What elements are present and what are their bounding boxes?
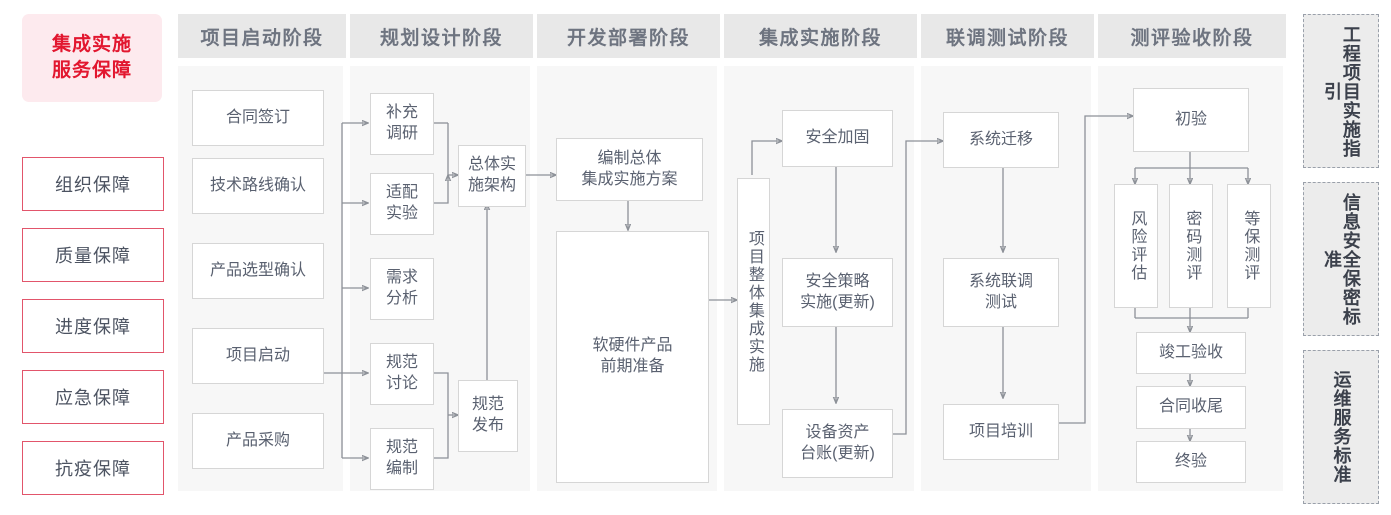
node-label-overall-integration: 项目整体集成实施 xyxy=(745,229,763,374)
node-sec-hardening[interactable]: 安全加固 xyxy=(782,110,893,167)
left-panel-title-line1: 集成实施 xyxy=(51,34,132,56)
node-grade-eval[interactable]: 等保测评 xyxy=(1227,184,1271,308)
standard-label-infosec-std: 信息安全保密标准 xyxy=(1322,192,1361,326)
phase-header-acceptance[interactable]: 测评验收阶段 xyxy=(1098,14,1286,58)
node-overall-integration[interactable]: 项目整体集成实施 xyxy=(737,178,770,425)
node-label-initial-accept: 初验 xyxy=(1174,110,1207,128)
node-crypto-eval[interactable]: 密码测评 xyxy=(1169,184,1213,308)
node-label-spec-draft-l2: 编制 xyxy=(385,460,418,477)
node-label-grade-eval: 等保测评 xyxy=(1241,210,1259,282)
node-sec-policy[interactable]: 安全策略 实施(更新) xyxy=(782,258,893,327)
node-label-supp-research-l1: 补充 xyxy=(385,104,418,122)
node-final-accept[interactable]: 终验 xyxy=(1136,441,1246,483)
node-label-spec-discuss-l2: 讨论 xyxy=(385,375,418,392)
standard-ops-std[interactable]: 运维服务标准 xyxy=(1303,350,1379,504)
standard-label-ops-std: 运维服务标准 xyxy=(1331,370,1352,484)
guarantee-item-0[interactable]: 组织保障 xyxy=(22,157,164,211)
node-sys-migration[interactable]: 系统迁移 xyxy=(943,112,1059,168)
node-label-project-start: 项目启动 xyxy=(225,346,290,364)
guarantee-label-2: 进度保障 xyxy=(55,317,131,337)
node-label-overall-plan-l1: 编制总体 xyxy=(597,149,662,167)
phase-header-label-acceptance: 测评验收阶段 xyxy=(1130,27,1254,49)
node-label-hw-sw-prep-l1: 软硬件产品 xyxy=(592,337,673,355)
guarantee-item-3[interactable]: 应急保障 xyxy=(22,370,164,424)
node-initial-accept[interactable]: 初验 xyxy=(1133,88,1249,152)
guarantee-label-3: 应急保障 xyxy=(55,388,131,408)
node-label-overall-plan-l2: 集成实施方案 xyxy=(581,170,678,188)
left-panel-title-line2: 服务保障 xyxy=(51,60,132,81)
node-label-req-analysis-l1: 需求 xyxy=(385,269,418,287)
node-label-spec-discuss-l1: 规范 xyxy=(385,354,418,372)
node-label-product-select: 产品选型确认 xyxy=(209,261,306,279)
node-label-contract: 合同签订 xyxy=(225,108,290,126)
node-label-adapt-test-l1: 适配 xyxy=(385,184,418,202)
guarantee-label-0: 组织保障 xyxy=(55,175,131,195)
phase-header-planning[interactable]: 规划设计阶段 xyxy=(350,14,533,58)
node-label-tech-route: 技术路线确认 xyxy=(209,176,306,194)
guarantee-label-4: 抗疫保障 xyxy=(55,459,131,479)
node-label-risk-assess: 风险评估 xyxy=(1128,210,1146,282)
node-spec-draft[interactable]: 规范 编制 xyxy=(370,428,434,490)
phase-header-development[interactable]: 开发部署阶段 xyxy=(537,14,720,58)
node-label-hw-sw-prep-l2: 前期准备 xyxy=(600,358,665,375)
node-label-completion-accept: 竣工验收 xyxy=(1158,343,1223,361)
guarantee-item-2[interactable]: 进度保障 xyxy=(22,299,164,353)
node-label-spec-release-l2: 发布 xyxy=(471,417,504,434)
node-label-sec-policy-l2: 实施(更新) xyxy=(800,293,875,311)
node-product-purchase[interactable]: 产品采购 xyxy=(192,413,324,469)
node-label-overall-arch-l2: 施架构 xyxy=(467,177,516,194)
node-label-asset-ledger-l2: 台账(更新) xyxy=(800,444,875,462)
node-contract[interactable]: 合同签订 xyxy=(192,90,324,146)
node-contract-close[interactable]: 合同收尾 xyxy=(1136,386,1246,429)
node-label-req-analysis-l2: 分析 xyxy=(385,290,418,307)
node-spec-discuss[interactable]: 规范 讨论 xyxy=(370,343,434,405)
node-hw-sw-prep[interactable]: 软硬件产品 前期准备 xyxy=(556,231,709,483)
node-completion-accept[interactable]: 竣工验收 xyxy=(1136,332,1246,374)
guarantee-item-4[interactable]: 抗疫保障 xyxy=(22,441,164,495)
node-project-start[interactable]: 项目启动 xyxy=(192,328,324,384)
node-overall-arch[interactable]: 总体实 施架构 xyxy=(458,145,526,207)
phase-header-label-joint-test: 联调测试阶段 xyxy=(945,27,1069,49)
phase-header-startup[interactable]: 项目启动阶段 xyxy=(178,14,346,58)
node-label-sys-migration: 系统迁移 xyxy=(968,130,1033,148)
node-label-spec-release-l1: 规范 xyxy=(471,396,504,414)
standard-eng-guide[interactable]: 工程项目实施指引 xyxy=(1303,14,1379,168)
node-label-supp-research-l2: 调研 xyxy=(385,125,418,142)
node-asset-ledger[interactable]: 设备资产 台账(更新) xyxy=(782,409,893,478)
node-spec-release[interactable]: 规范 发布 xyxy=(458,380,518,452)
phase-header-label-planning: 规划设计阶段 xyxy=(379,27,503,49)
node-label-sys-joint-test-l2: 测试 xyxy=(984,293,1017,311)
node-tech-route[interactable]: 技术路线确认 xyxy=(192,158,324,214)
node-label-sys-joint-test-l1: 系统联调 xyxy=(968,272,1033,290)
node-project-training[interactable]: 项目培训 xyxy=(943,404,1059,460)
node-product-select[interactable]: 产品选型确认 xyxy=(192,243,324,299)
node-sys-joint-test[interactable]: 系统联调 测试 xyxy=(943,258,1059,327)
phase-header-joint-test[interactable]: 联调测试阶段 xyxy=(921,14,1094,58)
node-label-sec-hardening: 安全加固 xyxy=(805,129,870,147)
standard-label-eng-guide: 工程项目实施指引 xyxy=(1322,24,1361,158)
node-label-product-purchase: 产品采购 xyxy=(225,431,290,449)
phase-header-label-startup: 项目启动阶段 xyxy=(200,27,324,49)
standard-infosec-std[interactable]: 信息安全保密标准 xyxy=(1303,182,1379,336)
node-label-spec-draft-l1: 规范 xyxy=(385,439,418,457)
left-panel-title: 集成实施 服务保障 xyxy=(22,14,162,102)
guarantee-item-1[interactable]: 质量保障 xyxy=(22,228,164,282)
node-label-final-accept: 终验 xyxy=(1174,452,1207,470)
guarantee-label-1: 质量保障 xyxy=(55,246,131,266)
phase-header-label-integration: 集成实施阶段 xyxy=(758,27,882,49)
node-label-overall-arch-l1: 总体实 xyxy=(467,156,516,174)
node-label-sec-policy-l1: 安全策略 xyxy=(805,272,870,290)
node-label-project-training: 项目培训 xyxy=(968,422,1033,440)
node-req-analysis[interactable]: 需求 分析 xyxy=(370,258,434,320)
node-label-adapt-test-l2: 实验 xyxy=(385,205,418,222)
node-supp-research[interactable]: 补充 调研 xyxy=(370,93,434,155)
node-label-asset-ledger-l1: 设备资产 xyxy=(805,423,870,441)
node-overall-plan[interactable]: 编制总体 集成实施方案 xyxy=(556,138,703,201)
phase-header-label-development: 开发部署阶段 xyxy=(566,27,690,49)
phase-header-integration[interactable]: 集成实施阶段 xyxy=(724,14,917,58)
node-risk-assess[interactable]: 风险评估 xyxy=(1114,184,1158,308)
node-label-crypto-eval: 密码测评 xyxy=(1183,210,1201,282)
node-label-contract-close: 合同收尾 xyxy=(1158,398,1223,416)
node-adapt-test[interactable]: 适配 实验 xyxy=(370,173,434,235)
